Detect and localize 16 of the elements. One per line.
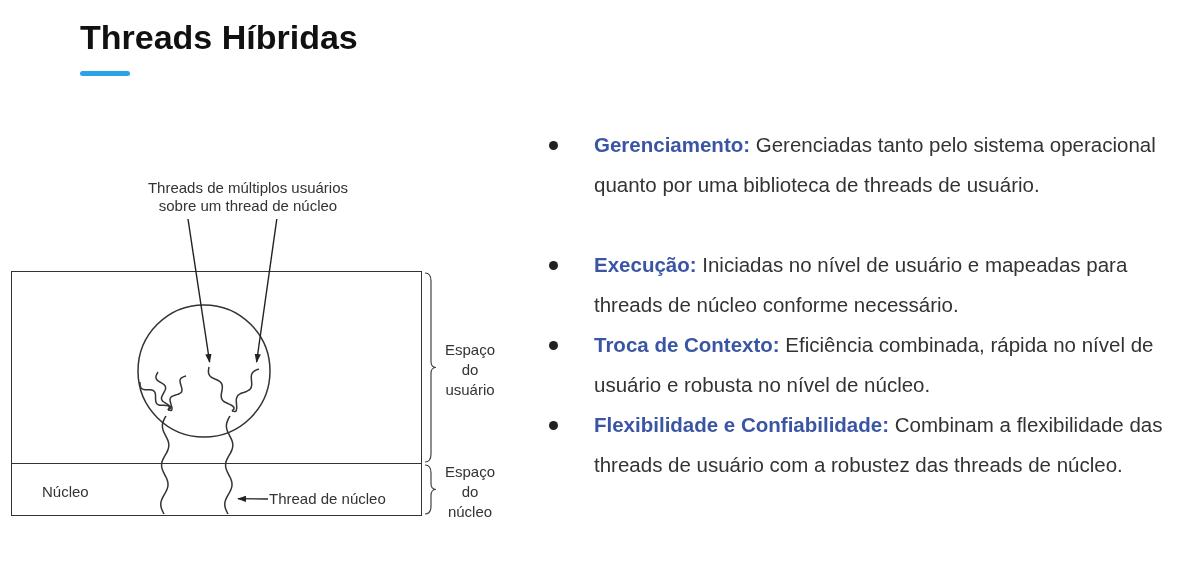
bullet-text: Flexibilidade e Confiabilidade: Combinam a flexibilidade das threads de usuário com a robustez das threads de núcleo. bbox=[594, 412, 1164, 478]
callout-text: Threads de múltiplos usuários sobre um thread de núcleo bbox=[146, 179, 350, 215]
leader-arrow bbox=[187, 218, 212, 363]
bullet-text: Execução: Iniciadas no nível de usuário e mapeadas para threads de núcleo conforme necessário. bbox=[594, 252, 1129, 318]
bullet-text: Troca de Contexto: Eficiência combinada, rápida no nível de usuário e robusta no nível de núcleo. bbox=[594, 332, 1155, 398]
leader-arrow bbox=[237, 495, 269, 502]
region-caption: Espaço do usuário bbox=[443, 339, 496, 400]
callout-text: Thread de núcleo bbox=[269, 490, 387, 508]
title: Threads Híbridas bbox=[80, 18, 358, 57]
bullet-text: Gerenciamento: Gerenciadas tanto pelo sistema operacional quanto por uma biblioteca de threads de usuário. bbox=[594, 132, 1157, 198]
region-box bbox=[11, 271, 422, 464]
leader-arrow bbox=[254, 218, 278, 363]
kernel-box bbox=[11, 463, 422, 516]
region-label: Núcleo bbox=[42, 483, 89, 501]
process-circle bbox=[137, 304, 271, 438]
region-caption: Espaço do núcleo bbox=[443, 461, 496, 522]
